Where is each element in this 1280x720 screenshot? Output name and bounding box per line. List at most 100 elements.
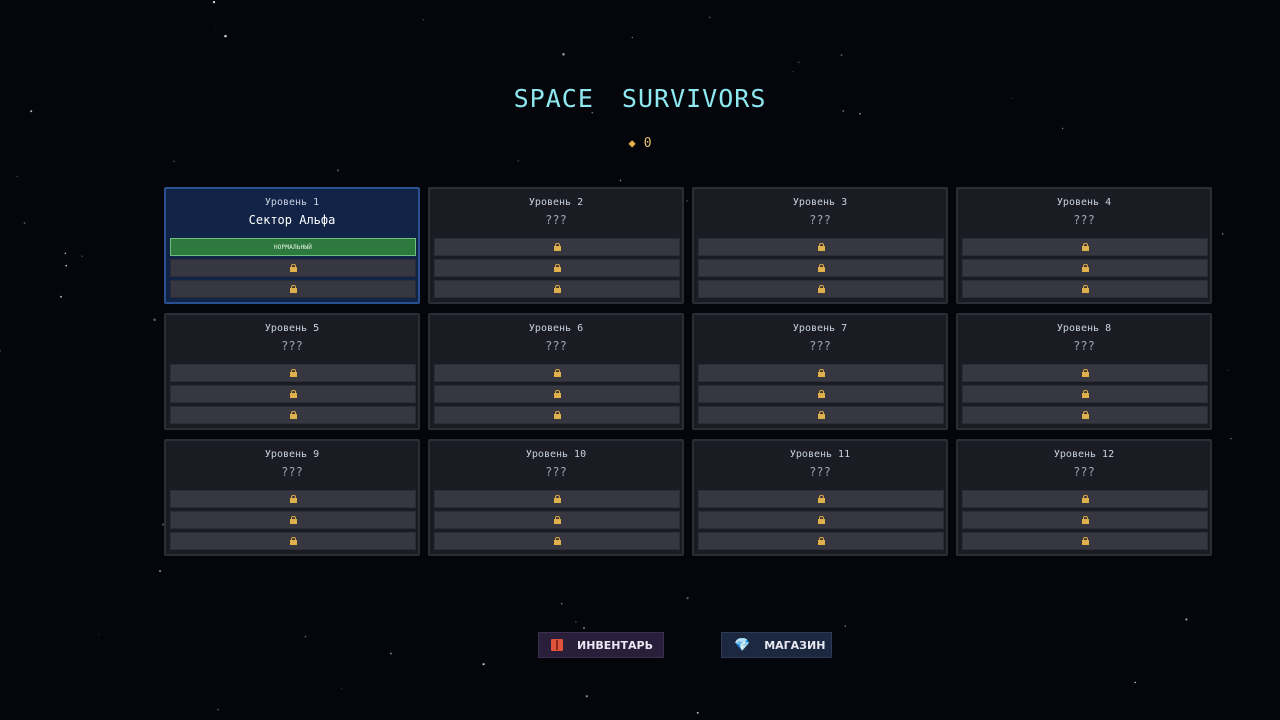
level-card-5[interactable]: Уровень 5??? — [164, 313, 420, 430]
level-name: ??? — [545, 213, 567, 227]
star — [709, 16, 711, 18]
star — [686, 596, 689, 600]
lock-icon — [1081, 516, 1089, 524]
lock-icon — [553, 243, 561, 251]
difficulty-slot-locked — [962, 532, 1208, 550]
star — [859, 112, 861, 115]
difficulty-slot-locked — [698, 364, 944, 382]
level-name: ??? — [545, 465, 567, 479]
star — [1061, 127, 1064, 130]
book-icon — [551, 639, 563, 651]
star — [585, 695, 588, 698]
level-card-7[interactable]: Уровень 7??? — [692, 313, 948, 430]
star — [340, 688, 342, 690]
difficulty-slot-locked — [170, 490, 416, 508]
star — [840, 54, 843, 56]
lock-icon — [553, 411, 561, 419]
lock-icon — [289, 264, 297, 272]
level-card-11[interactable]: Уровень 11??? — [692, 439, 948, 556]
lock-icon — [553, 495, 561, 503]
star — [336, 169, 340, 172]
lock-icon — [289, 537, 297, 545]
star — [562, 53, 565, 56]
level-number-label: Уровень 6 — [528, 323, 584, 334]
star — [560, 602, 563, 605]
level-card-4[interactable]: Уровень 4??? — [956, 187, 1212, 304]
lock-icon — [1081, 264, 1089, 272]
difficulty-slot-locked — [170, 280, 416, 298]
star — [1134, 681, 1136, 684]
star — [173, 160, 175, 163]
difficulty-slots — [170, 490, 416, 553]
star — [1011, 97, 1013, 99]
difficulty-slot-locked — [698, 238, 944, 256]
difficulty-slot-locked — [434, 406, 680, 424]
level-number-label: Уровень 4 — [1056, 197, 1112, 208]
level-number-label: Уровень 3 — [792, 197, 848, 208]
difficulty-slot-locked — [962, 364, 1208, 382]
level-card-9[interactable]: Уровень 9??? — [164, 439, 420, 556]
difficulty-slot-locked — [170, 406, 416, 424]
level-number-label: Уровень 5 — [264, 323, 320, 334]
star — [792, 71, 794, 73]
lock-icon — [553, 369, 561, 377]
difficulty-slots: НОРМАЛЬНЫЙ — [170, 238, 416, 301]
difficulty-label: НОРМАЛЬНЫЙ — [273, 243, 313, 251]
lock-icon — [289, 411, 297, 419]
lock-icon — [817, 369, 825, 377]
star — [1185, 618, 1188, 621]
diamond-icon: 💎 — [734, 637, 751, 653]
difficulty-slot-locked — [434, 511, 680, 529]
level-card-6[interactable]: Уровень 6??? — [428, 313, 684, 430]
game-title: SPACE SURVIVORS — [513, 84, 767, 113]
star — [59, 295, 63, 298]
star — [81, 255, 83, 257]
gem-icon: ◆ — [628, 136, 636, 150]
star — [591, 111, 594, 114]
level-number-label: Уровень 7 — [792, 323, 848, 334]
star — [797, 61, 800, 63]
lock-icon — [553, 537, 561, 545]
lock-icon — [553, 264, 561, 272]
level-name: ??? — [809, 339, 831, 353]
level-number-label: Уровень 9 — [264, 449, 320, 460]
lock-icon — [289, 390, 297, 398]
difficulty-slots — [962, 364, 1208, 427]
difficulty-slot-locked — [170, 364, 416, 382]
lock-icon — [817, 390, 825, 398]
star — [212, 0, 216, 4]
difficulty-slots — [698, 364, 944, 427]
difficulty-slots — [434, 364, 680, 427]
difficulty-slot-locked — [170, 385, 416, 403]
shop-button[interactable]: 💎 МАГАЗИН — [721, 632, 832, 658]
level-name: ??? — [281, 465, 303, 479]
difficulty-slots — [962, 238, 1208, 301]
level-card-3[interactable]: Уровень 3??? — [692, 187, 948, 304]
difficulty-slot-locked — [962, 238, 1208, 256]
difficulty-slot-locked — [434, 490, 680, 508]
star — [686, 200, 688, 202]
difficulty-slots — [962, 490, 1208, 553]
star — [1227, 369, 1229, 371]
level-card-12[interactable]: Уровень 12??? — [956, 439, 1212, 556]
star — [153, 318, 156, 322]
level-number-label: Уровень 11 — [789, 449, 851, 460]
inventory-button-label: ИНВЕНТАРЬ — [577, 638, 653, 652]
lock-icon — [817, 495, 825, 503]
difficulty-slot-locked — [962, 259, 1208, 277]
level-name: ??? — [809, 213, 831, 227]
inventory-button[interactable]: ИНВЕНТАРЬ — [538, 632, 664, 658]
star — [98, 633, 100, 635]
lock-icon — [553, 390, 561, 398]
level-name: ??? — [545, 339, 567, 353]
star — [761, 102, 764, 105]
lock-icon — [289, 495, 297, 503]
difficulty-button-normal[interactable]: НОРМАЛЬНЫЙ — [170, 238, 416, 256]
level-card-8[interactable]: Уровень 8??? — [956, 313, 1212, 430]
level-card-2[interactable]: Уровень 2??? — [428, 187, 684, 304]
level-name: ??? — [1073, 465, 1095, 479]
level-card-10[interactable]: Уровень 10??? — [428, 439, 684, 556]
lock-icon — [1081, 411, 1089, 419]
